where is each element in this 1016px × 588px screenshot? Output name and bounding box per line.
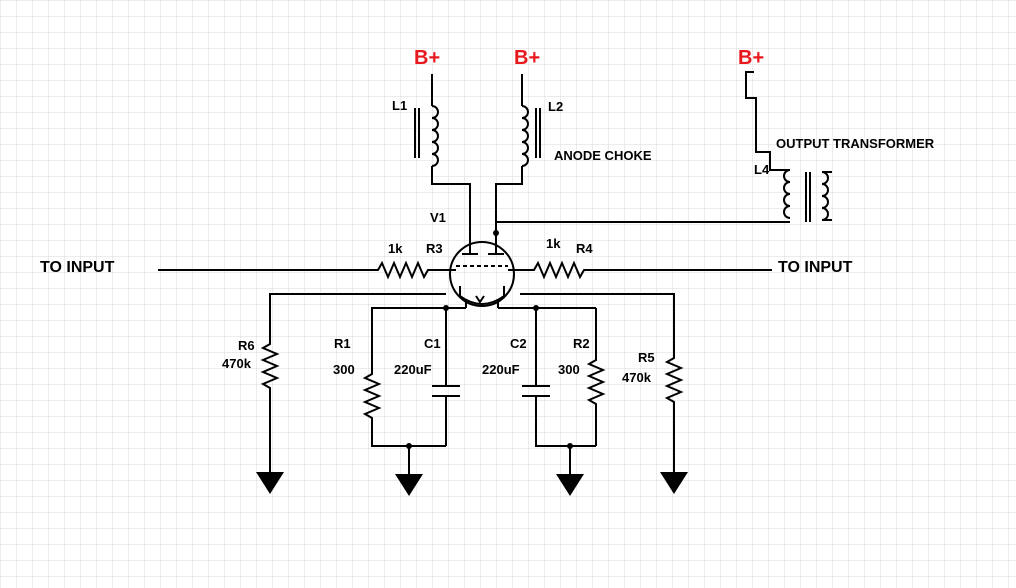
inductor-l1 bbox=[414, 74, 471, 228]
capacitor-c2-name: C2 bbox=[510, 336, 527, 351]
ground-icon-r6 bbox=[256, 472, 284, 494]
junction-ground-left bbox=[406, 443, 412, 449]
supply-label-transformer: B+ bbox=[738, 47, 764, 69]
inductor-l2 bbox=[495, 74, 541, 250]
resistor-r4-value: 1k bbox=[546, 236, 561, 251]
resistor-r6-value: 470k bbox=[222, 356, 252, 371]
ground-icon-right bbox=[556, 474, 584, 496]
supply-label-l1: B+ bbox=[414, 47, 440, 69]
resistor-r5 bbox=[520, 293, 684, 472]
resistor-r4 bbox=[520, 260, 772, 280]
resistor-r1 bbox=[362, 307, 466, 447]
resistor-r6-name: R6 bbox=[238, 338, 255, 353]
junction-cathode-right bbox=[533, 305, 539, 311]
supply-label-l2: B+ bbox=[514, 47, 540, 69]
input-right-label: TO INPUT bbox=[778, 259, 853, 276]
resistor-r1-name: R1 bbox=[334, 336, 351, 351]
inductor-l2-label: L2 bbox=[548, 99, 563, 114]
resistor-r2-name: R2 bbox=[573, 336, 590, 351]
junction-plate-right bbox=[493, 230, 499, 236]
resistor-r6 bbox=[260, 293, 446, 472]
resistor-r3 bbox=[158, 260, 446, 280]
resistor-r3-name: R3 bbox=[426, 241, 443, 256]
ground-icon-left bbox=[395, 474, 423, 496]
resistor-r1-value: 300 bbox=[333, 362, 355, 377]
capacitor-c2 bbox=[498, 307, 596, 447]
resistor-r5-value: 470k bbox=[622, 370, 652, 385]
inductor-l1-label: L1 bbox=[392, 98, 407, 113]
output-transformer-label: OUTPUT TRANSFORMER bbox=[776, 136, 935, 151]
capacitor-c1-name: C1 bbox=[424, 336, 441, 351]
anode-choke-label: ANODE CHOKE bbox=[554, 148, 652, 163]
capacitor-c2-value: 220uF bbox=[482, 362, 520, 377]
resistor-r5-name: R5 bbox=[638, 350, 655, 365]
inductor-l4-label: L4 bbox=[754, 162, 770, 177]
ground-icon-r5 bbox=[660, 472, 688, 494]
resistor-r2-value: 300 bbox=[558, 362, 580, 377]
resistor-r2 bbox=[586, 308, 606, 446]
junction-ground-right bbox=[567, 443, 573, 449]
junction-cathode-left bbox=[443, 305, 449, 311]
output-transformer-l4 bbox=[496, 71, 832, 223]
capacitor-c1-value: 220uF bbox=[394, 362, 432, 377]
input-left-label: TO INPUT bbox=[40, 259, 115, 276]
resistor-r4-name: R4 bbox=[576, 241, 593, 256]
tube-v1-label: V1 bbox=[430, 210, 446, 225]
tube-v1 bbox=[446, 228, 520, 308]
resistor-r3-value: 1k bbox=[388, 241, 403, 256]
capacitor-c1 bbox=[432, 308, 460, 446]
